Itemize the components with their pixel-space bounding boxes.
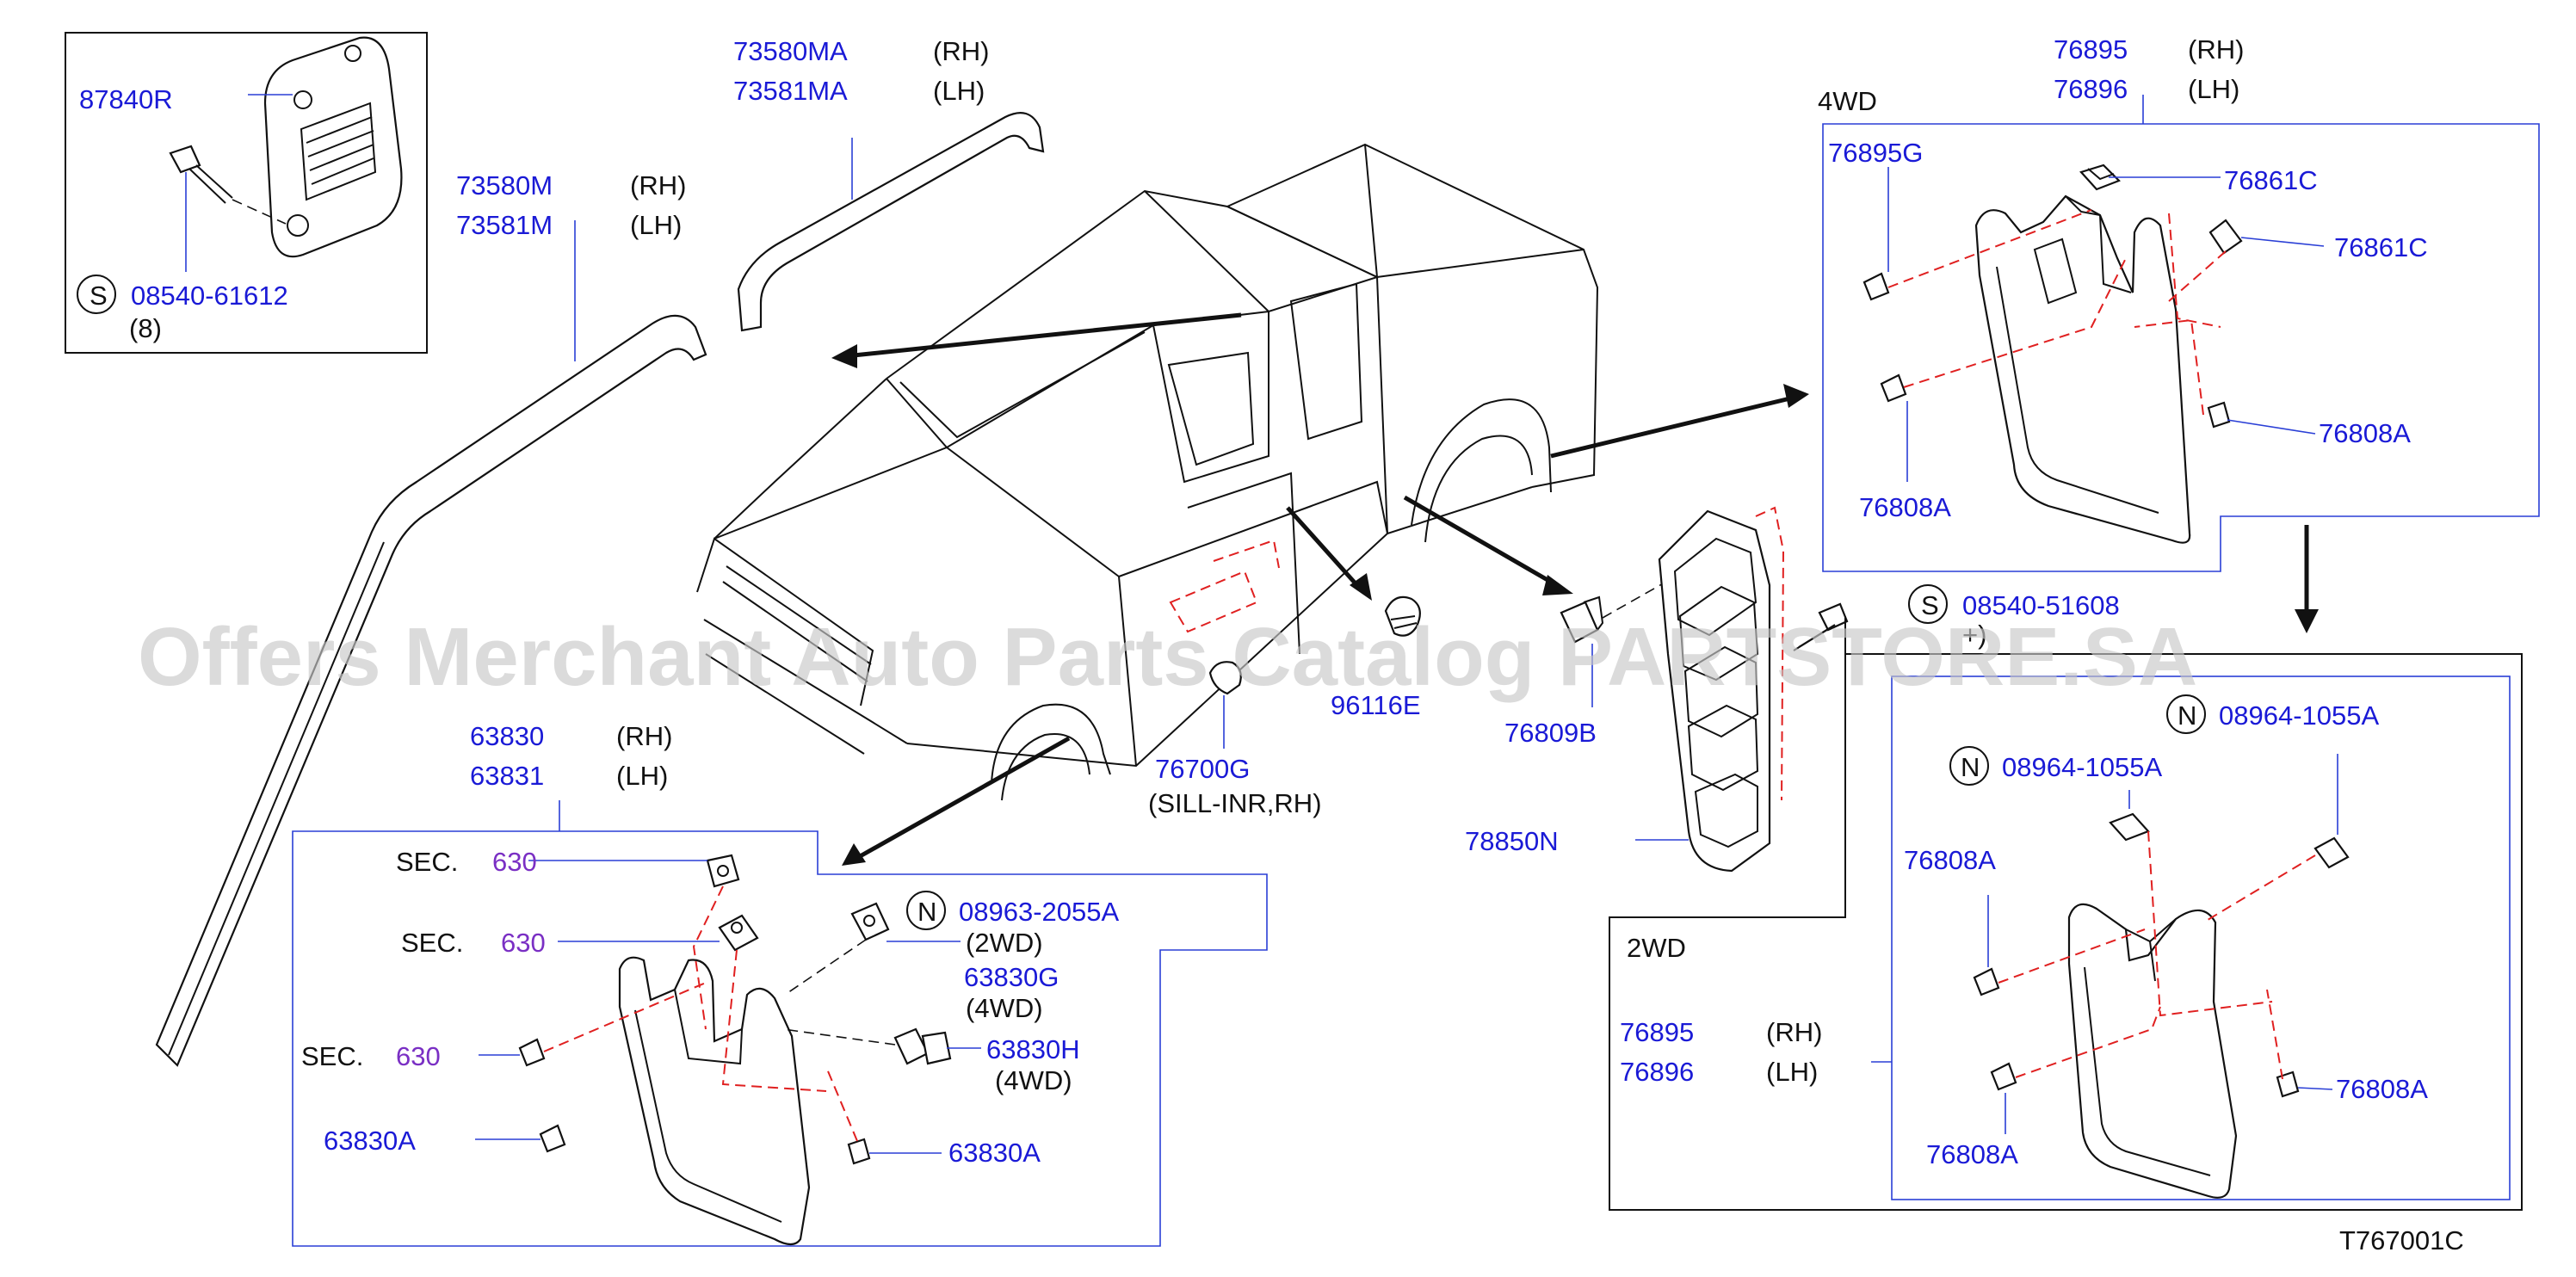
n-badge-icon-1 bbox=[2166, 694, 2206, 734]
lh-63831: (LH) bbox=[616, 761, 668, 791]
part-label-73581ma[interactable]: 73581MA bbox=[733, 76, 848, 106]
note-2wd: (2WD) bbox=[966, 928, 1043, 958]
plus-mark: +) bbox=[1962, 620, 1986, 650]
s-badge-icon bbox=[77, 275, 116, 314]
part-label-63830a-left[interactable]: 63830A bbox=[324, 1126, 416, 1156]
lh-73581m: (LH) bbox=[630, 210, 682, 240]
rh-76895-4wd: (RH) bbox=[2188, 34, 2244, 65]
sec-ref-630-1[interactable]: 630 bbox=[492, 847, 537, 877]
box-front-mudguard bbox=[292, 800, 1268, 1247]
arrow-to-roof-molding bbox=[844, 312, 1242, 359]
sec-label-3: SEC. bbox=[301, 1041, 363, 1071]
rh-73580m: (RH) bbox=[630, 170, 686, 200]
part-label-08540-61612[interactable]: 08540-61612 bbox=[131, 281, 288, 311]
part-label-76896-2wd[interactable]: 76896 bbox=[1620, 1057, 1694, 1087]
s-badge-letter: S bbox=[90, 281, 108, 311]
screw-08540-51608 bbox=[1793, 602, 1849, 651]
part-label-08964-1055a-1[interactable]: 08964-1055A bbox=[2219, 700, 2379, 731]
sec-label-2: SEC. bbox=[401, 928, 463, 958]
part-label-08963-2055a[interactable]: 08963-2055A bbox=[959, 897, 1119, 927]
part-label-76895g[interactable]: 76895G bbox=[1828, 138, 1923, 168]
drip-moulding-upper bbox=[737, 112, 1045, 332]
rh-73580ma: (RH) bbox=[933, 36, 989, 66]
part-label-76861c-2[interactable]: 76861C bbox=[2334, 232, 2428, 262]
lh-76896-4wd: (LH) bbox=[2188, 74, 2239, 104]
n-badge-letter-3: N bbox=[917, 897, 936, 927]
rh-76895-2wd: (RH) bbox=[1766, 1017, 1822, 1047]
part-label-63830a-right[interactable]: 63830A bbox=[948, 1138, 1041, 1168]
part-label-76895-4wd[interactable]: 76895 bbox=[2054, 34, 2128, 65]
part-label-76808a-2wd-top[interactable]: 76808A bbox=[1904, 845, 1996, 875]
watermark: Offers Merchant Auto Parts Catalog PARTS… bbox=[138, 611, 2197, 703]
part-label-73580m[interactable]: 73580M bbox=[456, 170, 553, 200]
part-label-63831[interactable]: 63831 bbox=[470, 761, 544, 791]
part-label-76808a-2wd-right[interactable]: 76808A bbox=[2336, 1074, 2428, 1104]
sec-ref-630-3[interactable]: 630 bbox=[396, 1041, 441, 1071]
sec-label-1: SEC. bbox=[396, 847, 458, 877]
part-label-76895-2wd[interactable]: 76895 bbox=[1620, 1017, 1694, 1047]
part-label-78850n[interactable]: 78850N bbox=[1465, 826, 1559, 856]
note-4wd-h: (4WD) bbox=[995, 1065, 1072, 1095]
part-label-87840r[interactable]: 87840R bbox=[79, 84, 173, 114]
rh-63830: (RH) bbox=[616, 721, 672, 751]
box-2wd bbox=[1609, 653, 2523, 1211]
diagram-code: T767001C bbox=[2339, 1225, 2464, 1255]
n-badge-icon-2 bbox=[1949, 746, 1989, 786]
arrow-to-78850n bbox=[1403, 495, 1561, 589]
lh-76896-2wd: (LH) bbox=[1766, 1057, 1818, 1087]
s-badge-icon-2 bbox=[1908, 584, 1948, 624]
note-4wd-g: (4WD) bbox=[966, 993, 1043, 1023]
part-label-73580ma[interactable]: 73580MA bbox=[733, 36, 848, 66]
part-label-63830h[interactable]: 63830H bbox=[986, 1034, 1080, 1064]
part-label-76808a-4wd-left[interactable]: 76808A bbox=[1859, 492, 1951, 522]
variant-2wd: 2WD bbox=[1627, 933, 1686, 963]
pickup-truck bbox=[696, 143, 1599, 801]
part-label-76808a-4wd-right[interactable]: 76808A bbox=[2319, 418, 2411, 448]
part-label-73581m[interactable]: 73581M bbox=[456, 210, 553, 240]
part-label-76700g[interactable]: 76700G bbox=[1155, 754, 1250, 784]
lh-73581ma: (LH) bbox=[933, 76, 985, 106]
box-4wd bbox=[1822, 95, 2540, 572]
part-label-63830g[interactable]: 63830G bbox=[964, 962, 1059, 992]
part-label-96116e[interactable]: 96116E bbox=[1331, 690, 1421, 720]
part-label-76861c-1[interactable]: 76861C bbox=[2224, 165, 2318, 195]
s-badge-letter-2: S bbox=[1921, 590, 1939, 620]
clip-76809b bbox=[1560, 595, 1604, 644]
arrow-to-front-mudguard bbox=[854, 736, 1071, 861]
inset-87840r bbox=[65, 32, 428, 354]
sill-inr-rh-note: (SILL-INR,RH) bbox=[1148, 788, 1322, 818]
sec-ref-630-2[interactable]: 630 bbox=[501, 928, 546, 958]
quantity-8: (8) bbox=[129, 313, 162, 343]
part-label-08540-51608[interactable]: 08540-51608 bbox=[1962, 590, 2120, 620]
sill-protector-78850n bbox=[1658, 506, 1785, 873]
part-label-63830[interactable]: 63830 bbox=[470, 721, 544, 751]
drip-moulding-lower bbox=[155, 220, 707, 1067]
part-label-76896-4wd[interactable]: 76896 bbox=[2054, 74, 2128, 104]
variant-4wd: 4WD bbox=[1818, 86, 1877, 116]
clip-76700g bbox=[1208, 661, 1242, 695]
arrow-to-96116e bbox=[1286, 506, 1363, 592]
clip-96116e bbox=[1384, 595, 1421, 637]
part-label-76808a-2wd-bottom[interactable]: 76808A bbox=[1926, 1139, 2018, 1169]
n-badge-icon-3 bbox=[906, 891, 946, 930]
n-badge-letter-2: N bbox=[1961, 752, 1980, 782]
part-label-76809b[interactable]: 76809B bbox=[1504, 718, 1597, 748]
arrow-to-4wd bbox=[1550, 395, 1795, 459]
part-label-08964-1055a-2[interactable]: 08964-1055A bbox=[2002, 752, 2162, 782]
n-badge-letter-1: N bbox=[2178, 700, 2196, 731]
